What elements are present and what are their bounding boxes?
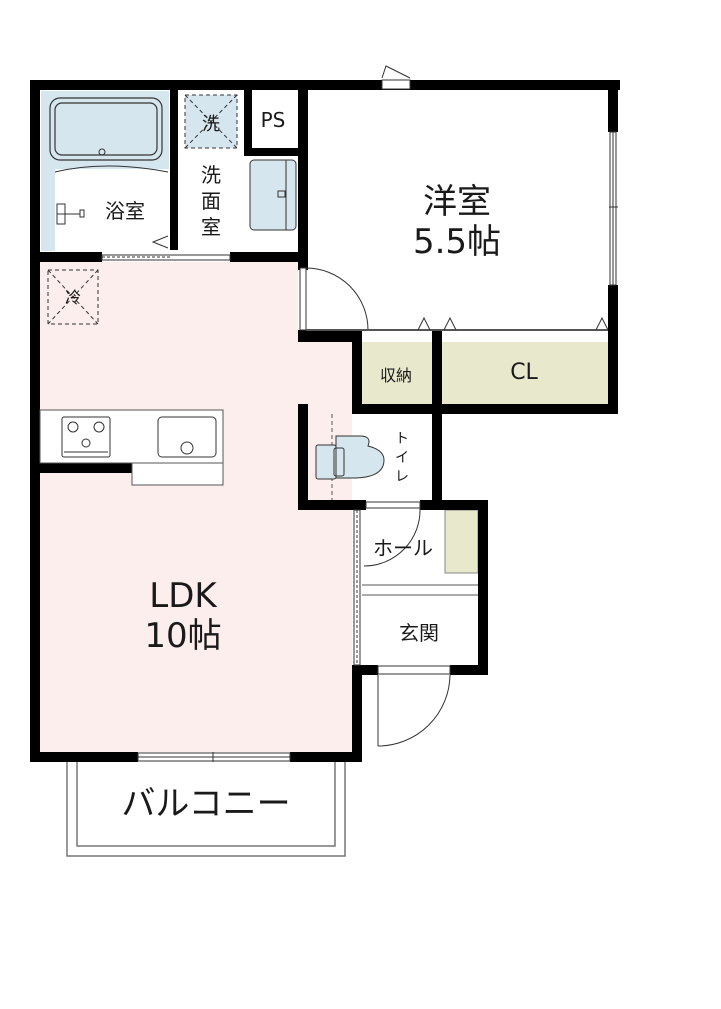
toilet-label-1: ト <box>395 431 409 447</box>
kitchen-counter <box>39 409 224 464</box>
shower-icon <box>56 203 85 225</box>
toilet-icon <box>315 435 385 480</box>
ldk-size: 10帖 <box>144 616 221 656</box>
storage-label: 収納 <box>380 366 412 385</box>
washer-label: 洗 <box>202 114 220 135</box>
closet-floor <box>442 342 608 404</box>
hall-label: ホール <box>373 536 433 560</box>
closet-door-marker <box>417 316 609 331</box>
bathtub-icon <box>49 97 163 161</box>
sink-icon <box>157 416 217 458</box>
closet-label: CL <box>510 360 538 385</box>
storage-floor <box>360 342 432 404</box>
bathtub-area <box>41 91 169 169</box>
bath-label: 浴室 <box>105 199 145 223</box>
stove-icon <box>61 416 111 458</box>
western-room-name: 洋室 <box>423 182 491 222</box>
walls <box>30 80 620 762</box>
ldk-floor <box>40 262 352 752</box>
toilet-label-2: イ <box>395 450 409 466</box>
washroom-label-1: 洗 <box>201 163 221 187</box>
washroom-label-3: 室 <box>201 215 221 239</box>
toilet-label-3: レ <box>395 469 409 485</box>
fridge-space <box>47 269 99 325</box>
balcony-label: バルコニー <box>121 784 290 824</box>
shoe-cabinet <box>444 509 479 574</box>
washroom-label-2: 面 <box>201 189 221 213</box>
wash-basin-icon <box>249 159 297 231</box>
fridge-label: 冷 <box>65 288 81 307</box>
entrance-label: 玄関 <box>399 621 439 645</box>
balcony <box>66 762 346 857</box>
ps-label: PS <box>261 108 286 132</box>
western-room-size: 5.5帖 <box>413 222 501 262</box>
ldk-name: LDK <box>149 576 218 616</box>
